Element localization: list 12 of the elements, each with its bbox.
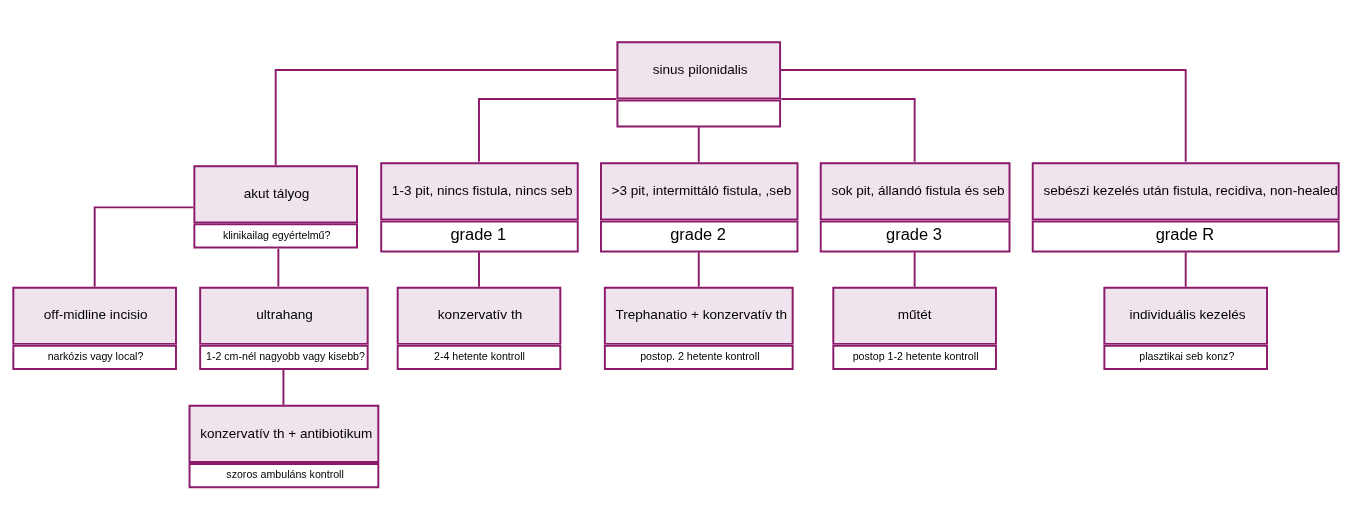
connector: [913, 250, 916, 288]
connector: [780, 97, 916, 163]
connector: [697, 250, 700, 288]
connector: [93, 205, 195, 288]
connector: [697, 125, 700, 163]
connector: [274, 68, 618, 166]
connector: [1184, 250, 1187, 288]
connector: [780, 68, 1187, 163]
connector: [282, 368, 285, 406]
connector: [478, 250, 480, 288]
connector: [277, 247, 280, 287]
connector: [478, 97, 618, 163]
